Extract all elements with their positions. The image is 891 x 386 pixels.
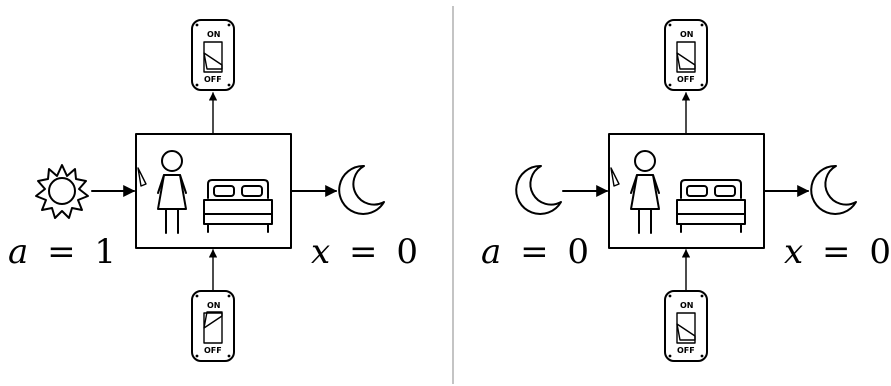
cursor-mark — [137, 167, 147, 187]
switch-off-label: OFF — [204, 75, 222, 84]
switch-on-label: ON — [680, 30, 694, 39]
sun-icon — [35, 164, 89, 219]
right-panel: ON OFF a = 0 x = 0 — [481, 19, 891, 362]
output-label-left: x = 0 — [311, 232, 418, 272]
top-switch-right[interactable]: ON OFF — [664, 19, 708, 91]
input-label-left: a = 1 — [8, 232, 116, 272]
moon-icon — [810, 164, 857, 215]
bottom-switch-right[interactable]: ON OFF — [664, 290, 708, 362]
switch-off-label: OFF — [677, 75, 695, 84]
bottom-switch-left[interactable]: ON OFF — [191, 290, 235, 362]
bed-icon — [203, 179, 273, 233]
cursor-mark — [610, 167, 620, 187]
bed-icon — [676, 179, 746, 233]
left-panel: ON OFF a = 1 x = 0 — [8, 19, 418, 362]
input-label-right: a = 0 — [481, 232, 589, 272]
moon-icon — [338, 164, 385, 215]
moon-icon — [515, 164, 562, 215]
switch-on-label: ON — [207, 30, 221, 39]
woman-icon — [630, 150, 660, 234]
switch-off-label: OFF — [204, 346, 222, 355]
switch-off-label: OFF — [677, 346, 695, 355]
switch-on-label: ON — [680, 301, 694, 310]
output-label-right: x = 0 — [784, 232, 891, 272]
top-switch-left[interactable]: ON OFF — [191, 19, 235, 91]
woman-icon — [157, 150, 187, 234]
switch-on-label: ON — [207, 301, 221, 310]
